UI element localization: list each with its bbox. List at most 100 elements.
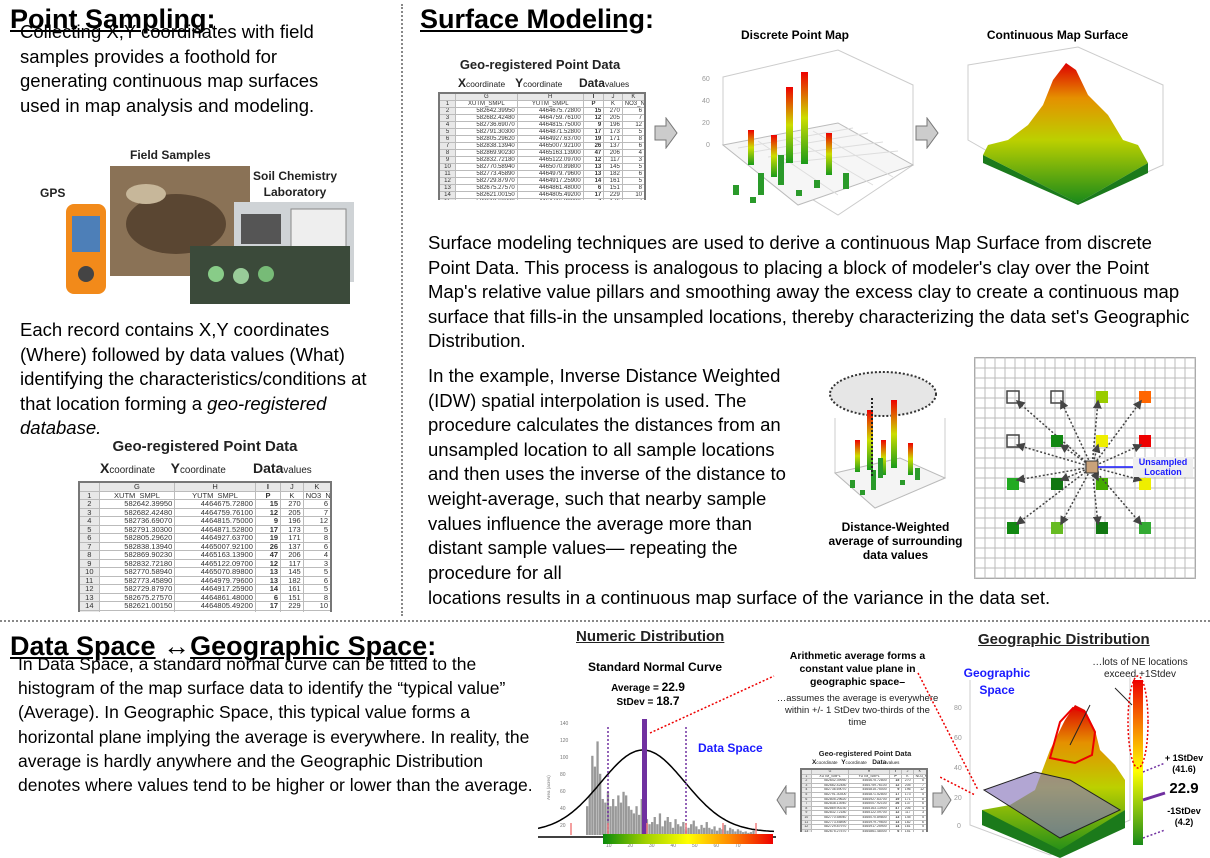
table-cell: 270 xyxy=(603,107,623,115)
table-cell: 582791.30300 xyxy=(98,524,176,534)
table-axis-labels: Xcoordinate Ycoordinate Datavalues xyxy=(100,460,312,476)
table-cell: 4464759.76100 xyxy=(516,114,584,122)
y-tick-label: 120 xyxy=(560,738,569,744)
distance-arrow xyxy=(1015,466,1093,484)
histogram-bar xyxy=(713,826,716,835)
row-number-cell: 4 xyxy=(78,516,100,526)
table-cell: P xyxy=(582,100,605,108)
table-cell: 582682.42480 xyxy=(454,114,518,122)
table-cell: 161 xyxy=(280,584,304,594)
table-cell: 582805.29620 xyxy=(98,533,176,543)
distance-arrow xyxy=(1060,399,1093,468)
table-cell: 582729.87970 xyxy=(98,584,176,594)
table-cell: 13 xyxy=(582,170,605,178)
table-cell: 5 xyxy=(621,128,646,136)
distance-weighted-caption: Distance-Weighted average of surrounding… xyxy=(828,520,963,562)
stdev-readout: StDev = 18.7 xyxy=(616,694,680,708)
histogram-bar xyxy=(726,830,729,835)
table-cell: 5 xyxy=(621,163,646,171)
table-cell: 26 xyxy=(582,142,605,150)
table-cell: 4464861.48000 xyxy=(516,184,584,192)
field-photo-collage xyxy=(66,166,354,304)
table-cell: 7 xyxy=(302,609,332,612)
surface-modeling-title: Surface Modeling: xyxy=(420,4,655,34)
table-cell: 4 xyxy=(302,550,332,560)
table-cell: 582619.68220 xyxy=(98,609,176,612)
histogram-bar xyxy=(747,832,750,835)
table-cell: 117 xyxy=(603,156,623,164)
y-tick-label: 60 xyxy=(560,789,566,795)
table-cell: 9 xyxy=(254,516,282,526)
row-number-cell: 13 xyxy=(78,592,100,602)
distance-weighted-chart xyxy=(829,371,947,509)
table-cell: 582773.45890 xyxy=(454,170,518,178)
histogram-bar xyxy=(627,806,630,835)
histogram-bar xyxy=(700,824,703,835)
y-tick-label: 100 xyxy=(560,755,569,761)
histogram-bar xyxy=(677,824,680,835)
row-number-cell xyxy=(438,92,456,101)
table-cell: I xyxy=(582,92,605,101)
histogram-bar xyxy=(736,829,740,835)
table-cell: 582805.29620 xyxy=(454,135,518,143)
table-cell: 4464861.48000 xyxy=(848,828,890,832)
table-cell: 5 xyxy=(621,177,646,185)
table-cell: 7 xyxy=(582,198,605,200)
table-cell: 5 xyxy=(302,584,332,594)
table-cell: 582729.87970 xyxy=(454,177,518,185)
table-cell: 229 xyxy=(603,191,623,199)
sample-location xyxy=(1139,478,1151,490)
sample-location xyxy=(1051,435,1063,447)
x-tick-label: 70 xyxy=(735,843,741,849)
table-cell: 19 xyxy=(582,135,605,143)
histogram-bar xyxy=(630,809,633,835)
table-cell: 205 xyxy=(280,507,304,517)
row-number-cell: 7 xyxy=(438,142,456,150)
table-cell: 4464805.49200 xyxy=(174,601,256,611)
row-number-cell: 7 xyxy=(78,541,100,551)
distance-arrow xyxy=(1091,443,1143,468)
row-number-cell: 3 xyxy=(438,114,456,122)
table-cell: 17 xyxy=(582,191,605,199)
table-cell: 10 xyxy=(302,601,332,611)
table-cell: I xyxy=(254,481,282,492)
point-sampling-intro: Collecting X,Y coordinates with field sa… xyxy=(20,21,319,116)
table-cell: 7 xyxy=(621,198,646,200)
small-table-axis-labels: Xcoordinate Ycoordinate Datavalues xyxy=(812,759,900,766)
y-tick-label: 40 xyxy=(560,806,566,812)
table-cell: NO3_N xyxy=(621,100,646,108)
table-cell: 582621.00150 xyxy=(454,191,518,199)
row-number-cell: 2 xyxy=(438,107,456,115)
table-cell: XUTM_SMPL xyxy=(454,100,518,108)
histogram-bar xyxy=(593,766,597,835)
table-cell: 4464759.76100 xyxy=(174,507,256,517)
table-cell: 15 xyxy=(582,107,605,115)
table-cell: 8 xyxy=(912,828,928,832)
table-cell: 4464871.52800 xyxy=(174,524,256,534)
histogram-bar xyxy=(718,827,721,835)
sample-location xyxy=(1096,391,1108,403)
row-number-cell: 1 xyxy=(438,100,456,108)
svg-text:60: 60 xyxy=(702,76,710,83)
standard-normal-curve-title: Standard Normal Curve xyxy=(588,660,723,674)
record-description: Each record contains X,Y coordinates (Wh… xyxy=(20,319,367,439)
gps-label: GPS xyxy=(40,186,66,200)
table-cell: 582832.72180 xyxy=(98,558,176,568)
right-arrow-icon xyxy=(654,117,678,149)
table-cell: 4464917.25900 xyxy=(516,177,584,185)
row-number-cell: 13 xyxy=(438,184,456,192)
top-table-title: Geo-registered Point Data xyxy=(459,57,621,72)
average-value-label: 22.9 xyxy=(1169,780,1199,797)
table-row: 15582619.682204464716.8900071767 xyxy=(78,609,332,612)
row-number-cell: 6 xyxy=(78,533,100,543)
table-cell: 145 xyxy=(280,567,304,577)
